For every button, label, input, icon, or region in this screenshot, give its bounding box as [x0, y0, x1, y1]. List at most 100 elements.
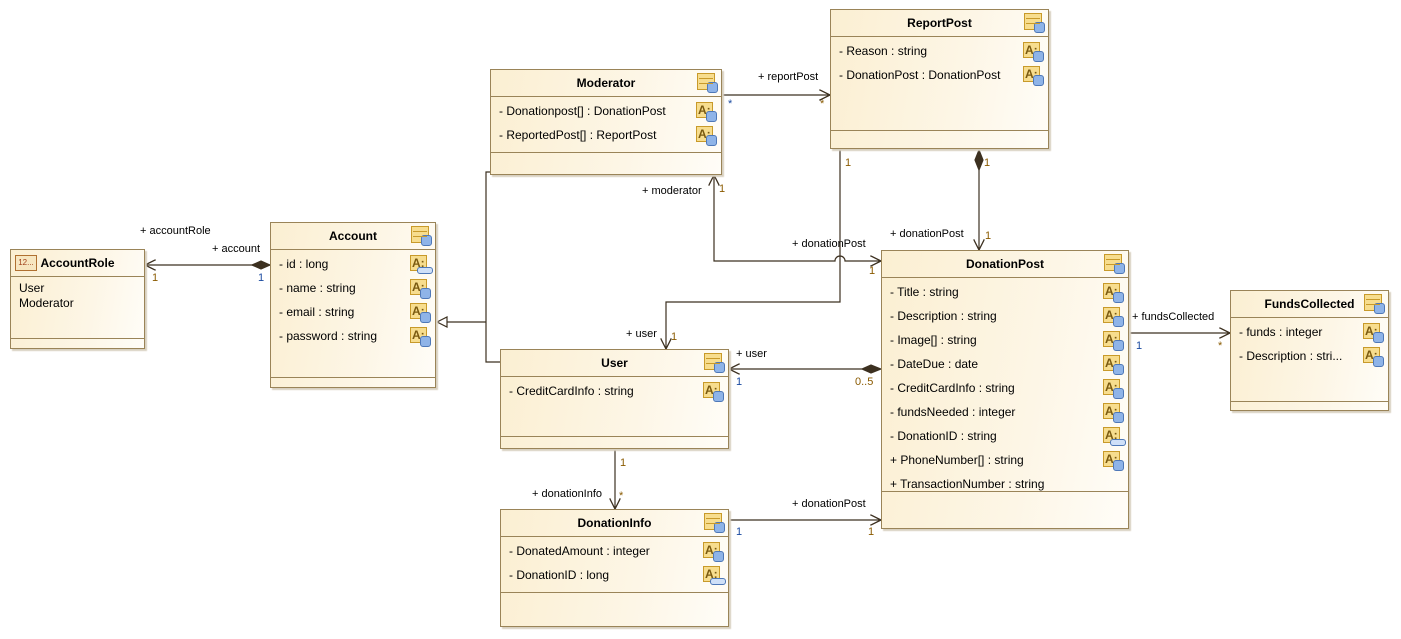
- database-icon: [1113, 412, 1124, 423]
- attribute-text: + PhoneNumber[] : string: [890, 453, 1024, 467]
- attribute-row[interactable]: - DonatedAmount : integer A:: [501, 541, 728, 565]
- class-header: Moderator: [491, 70, 721, 97]
- class-header: DonationPost: [882, 251, 1128, 278]
- attribute-icon: A:: [696, 126, 717, 146]
- multiplicity: *: [820, 98, 825, 110]
- role-label: + fundsCollected: [1132, 311, 1215, 323]
- database-icon: [707, 82, 718, 93]
- multiplicity: 1: [620, 457, 627, 469]
- attribute-text: - password : string: [279, 329, 378, 343]
- key-icon: [417, 267, 433, 274]
- role-label: + reportPost: [758, 71, 819, 83]
- class-name: Moderator: [576, 76, 636, 90]
- class-name: AccountRole: [40, 256, 115, 270]
- class-icon: [704, 353, 725, 373]
- attribute-icon: A:: [1023, 66, 1044, 86]
- class-header: User: [501, 350, 728, 377]
- class-icon: [411, 226, 432, 246]
- attribute-row[interactable]: - DateDue : date A:: [882, 354, 1128, 378]
- attribute-icon: A:: [703, 382, 724, 402]
- class-name: ReportPost: [907, 16, 972, 30]
- attribute-row[interactable]: - DonationPost : DonationPost A:: [831, 65, 1048, 89]
- attribute-text: - CreditCardInfo : string: [890, 381, 1015, 395]
- attribute-icon: A:: [410, 327, 431, 347]
- multiplicity: 1: [984, 157, 991, 169]
- database-icon: [1113, 388, 1124, 399]
- class-moderator[interactable]: Moderator - Donationpost[] : DonationPost…: [490, 69, 722, 175]
- attribute-icon: A:: [410, 303, 431, 323]
- attribute-icon: A:: [1103, 355, 1124, 375]
- attribute-compartment: - DonatedAmount : integer A: - DonationID …: [501, 537, 728, 593]
- attribute-text: - Image[] : string: [890, 333, 977, 347]
- attribute-row[interactable]: - password : string A:: [271, 326, 435, 350]
- database-icon: [1033, 51, 1044, 62]
- attribute-row[interactable]: - Description : stri...A:: [1231, 346, 1388, 370]
- attribute-text: - DonationID : long: [509, 568, 610, 582]
- attribute-text: - funds : integer: [1239, 325, 1323, 339]
- composition-diamond: [250, 260, 272, 270]
- assoc-moderator-donationpost[interactable]: [714, 175, 881, 261]
- class-icon: [1024, 13, 1045, 33]
- attribute-icon: A:: [703, 542, 724, 562]
- composition-diamond: [860, 364, 883, 374]
- attribute-row[interactable]: - funds : integer A:: [1231, 322, 1388, 346]
- class-name: FundsCollected: [1264, 297, 1355, 311]
- multiplicity: 1: [868, 526, 875, 538]
- class-name: DonationInfo: [577, 516, 652, 530]
- enum-literal: User: [19, 281, 45, 295]
- class-header: DonationInfo: [501, 510, 728, 537]
- database-icon: [421, 235, 432, 246]
- generalization-user-account[interactable]: [447, 171, 500, 363]
- multiplicity: 1: [985, 230, 992, 242]
- database-icon: [1373, 356, 1384, 367]
- database-icon: [1114, 263, 1125, 274]
- role-label: + donationPost: [792, 498, 866, 510]
- database-icon: [1113, 340, 1124, 351]
- database-icon: [713, 551, 724, 562]
- attribute-icon: A:: [1363, 347, 1384, 367]
- database-icon: [1113, 316, 1124, 327]
- assoc-reportpost-user[interactable]: [666, 149, 841, 349]
- attribute-text: - DonatedAmount : integer: [509, 544, 650, 558]
- database-icon: [1034, 22, 1045, 33]
- multiplicity: 1: [1136, 340, 1143, 352]
- attribute-icon: A:: [1103, 331, 1124, 351]
- attribute-row[interactable]: + TransactionNumber : string: [882, 474, 1128, 498]
- attribute-icon: A:: [1363, 323, 1384, 343]
- database-icon: [1373, 332, 1384, 343]
- role-label: + accountRole: [140, 225, 211, 237]
- role-label: + account: [212, 243, 261, 255]
- attribute-row[interactable]: - Image[] : string A:: [882, 330, 1128, 354]
- attribute-text: - DonationPost : DonationPost: [839, 68, 1001, 82]
- multiplicity: 1: [152, 272, 159, 284]
- attribute-text: - DateDue : date: [890, 357, 979, 371]
- database-icon: [1374, 303, 1385, 314]
- database-icon: [714, 362, 725, 373]
- multiplicity: 1: [869, 265, 876, 277]
- attribute-icon: A:: [410, 279, 431, 299]
- database-icon: [1113, 364, 1124, 375]
